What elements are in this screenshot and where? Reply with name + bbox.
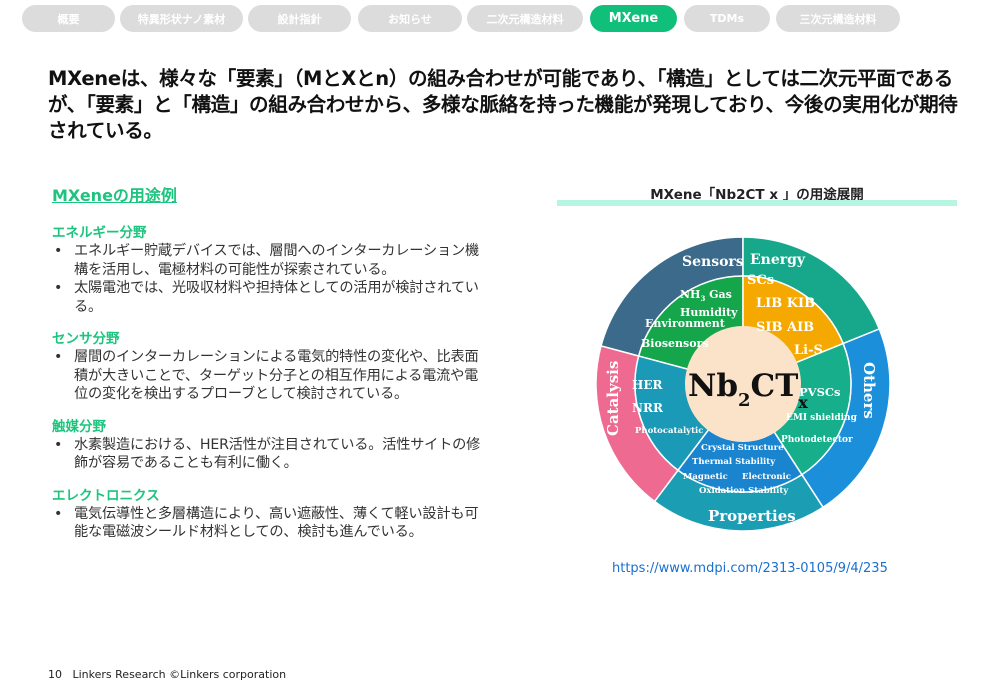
bullet-list: 電気伝導性と多層構造により、高い遮蔽性、薄くて軽い設計も可能な電磁波シールド材料… (52, 505, 492, 542)
bullet-list: エネルギー貯蔵デバイスでは、層間へのインターカレーション機構を活用し、電極材料の… (52, 242, 492, 316)
center-label: Nb2CTx (688, 368, 808, 412)
bullet-list: 層間のインターカレーションによる電気的特性の変化や、比表面積が大きいことで、ター… (52, 348, 492, 404)
section-heading: エレクトロニクス (52, 487, 160, 504)
catalysis-item: NRR (632, 401, 664, 415)
properties-item: Magnetic (683, 472, 728, 482)
others-item: PVSCs (799, 385, 841, 399)
segment-label-energy: Energy (750, 252, 806, 268)
energy-item: LIB KIB (756, 296, 815, 311)
properties-item: Electronic (742, 472, 791, 482)
tab-3[interactable]: お知らせ (358, 5, 462, 32)
copyright: Linkers Research ©Linkers corporation (72, 668, 287, 681)
uses-panel: MXeneの用途例 エネルギー分野エネルギー貯蔵デバイスでは、層間へのインターカ… (52, 182, 492, 542)
properties-item: Oxidation Stability (699, 486, 789, 496)
center-circle (685, 326, 801, 442)
section-heading: センサ分野 (52, 331, 120, 347)
tab-0[interactable]: 概要 (22, 5, 115, 32)
segment-label-properties: Properties (708, 507, 796, 525)
section-heading: エネルギー分野 (52, 225, 147, 241)
energy-item: SIB AIB (756, 320, 814, 335)
sensor-item: NH3 Gas (680, 288, 732, 303)
energy-item: Li-S (794, 343, 823, 358)
tab-5[interactable]: MXene (590, 5, 677, 32)
bullet-item: エネルギー貯蔵デバイスでは、層間へのインターカレーション機構を活用し、電極材料の… (54, 242, 492, 279)
sensor-item: Environment (645, 317, 726, 330)
lead-text: MXeneは、様々な「要素」（MとXとn）の組み合わせが可能であり、「構造」とし… (48, 67, 958, 142)
bullet-item: 層間のインターカレーションによる電気的特性の変化や、比表面積が大きいことで、ター… (54, 348, 492, 404)
others-item: EMI shielding (786, 413, 858, 423)
section-heading: 触媒分野 (52, 418, 106, 435)
page-number: 10 (48, 668, 62, 681)
energy-item: SCs (747, 273, 774, 288)
bullet-item: 水素製造における、HER活性が注目されている。活性サイトの修飾が容易であることも… (54, 436, 492, 473)
segment-label-others: Others (860, 362, 878, 419)
properties-item: Thermal Stability (692, 457, 776, 467)
tab-4[interactable]: 二次元構造材料 (467, 5, 583, 32)
sensor-item: Biosensors (641, 337, 709, 350)
segment-label-catalysis: Catalysis (604, 361, 622, 436)
tab-6[interactable]: TDMs (684, 5, 770, 32)
uses-title: MXeneの用途例 (52, 186, 177, 205)
properties-item: Crystal Structure (701, 443, 784, 453)
tab-2[interactable]: 設計指針 (248, 5, 351, 32)
bullet-item: 電気伝導性と多層構造により、高い遮蔽性、薄くて軽い設計も可能な電磁波シールド材料… (54, 505, 492, 542)
segment-label-sensors: Sensors (682, 254, 744, 270)
figure-title-underline (557, 200, 957, 206)
nb2ctx-application-diagram: Nb2CTx Sensors NH3 Gas Humidity Environm… (595, 236, 891, 532)
catalysis-item: HER (632, 378, 663, 392)
source-link[interactable]: https://www.mdpi.com/2313-0105/9/4/235 (612, 561, 888, 576)
tab-7[interactable]: 三次元構造材料 (776, 5, 900, 32)
figure-title: MXene「Nb2CT x 」の用途展開 (650, 187, 864, 203)
sensor-item: Humidity (680, 306, 738, 319)
catalysis-item: Photocatalytic (635, 426, 703, 436)
footer: 10 Linkers Research ©Linkers corporation (48, 668, 286, 681)
others-item: Photodetector (781, 435, 853, 445)
bullet-item: 太陽電池では、光吸収材料や担持体としての活用が検討されている。 (54, 279, 492, 316)
tab-1[interactable]: 特異形状ナノ素材 (120, 5, 243, 32)
bullet-list: 水素製造における、HER活性が注目されている。活性サイトの修飾が容易であることも… (52, 436, 492, 473)
